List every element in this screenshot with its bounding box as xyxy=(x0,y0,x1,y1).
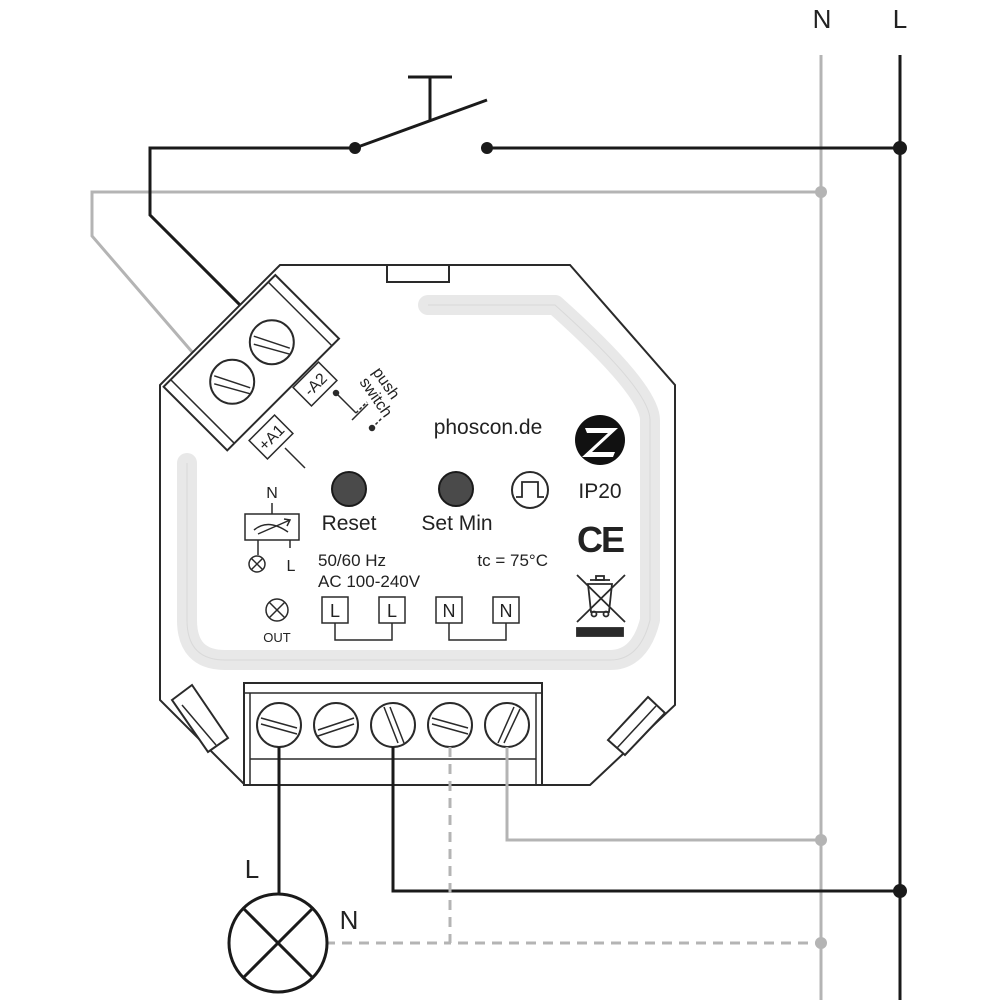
lamp-neutral-label: N xyxy=(340,905,359,935)
push-switch-icon xyxy=(349,75,493,154)
screw-terminal-icon xyxy=(209,358,256,405)
corner-clip-left xyxy=(170,683,230,754)
neutral-feed-wire xyxy=(505,747,821,842)
dimmer-neutral-label: N xyxy=(266,485,278,502)
live-junction-top xyxy=(893,141,907,155)
neutral-wire-to-input xyxy=(90,190,821,376)
live-junction-bottom xyxy=(893,884,907,898)
weee-bin-icon xyxy=(576,574,626,637)
top-clip xyxy=(386,264,450,283)
live-bus-label: L xyxy=(893,4,907,34)
neutral-bus-label: N xyxy=(813,4,832,34)
ce-mark: CE xyxy=(577,519,624,560)
power-label-n2: N xyxy=(500,601,513,621)
switch-wire-to-terminal xyxy=(148,146,355,327)
frequency-text: 50/60 Hz xyxy=(318,551,386,570)
power-label-boxes xyxy=(321,596,520,641)
screw-terminal-icon xyxy=(256,702,302,748)
reset-button[interactable] xyxy=(331,471,367,507)
screw-terminal-icon xyxy=(313,702,359,748)
set-min-button-label: Set Min xyxy=(421,512,492,535)
brand-text: phoscon.de xyxy=(434,416,543,439)
screw-terminal-icon xyxy=(427,702,473,748)
screw-terminal-icon xyxy=(484,702,530,748)
live-feed-wire xyxy=(391,747,900,893)
ip-rating: IP20 xyxy=(578,480,621,503)
dimmer-live-label: L xyxy=(287,558,296,575)
output-lamp-symbol-icon xyxy=(265,598,289,622)
dimmer-symbol-icon xyxy=(244,503,300,573)
lamp-live-label: L xyxy=(245,854,259,884)
screw-terminal-icon xyxy=(370,702,416,748)
pulse-icon xyxy=(511,471,549,509)
reset-button-label: Reset xyxy=(322,512,377,535)
power-label-l1: L xyxy=(330,601,340,621)
lamp-icon xyxy=(227,892,329,994)
output-label: OUT xyxy=(263,630,291,645)
neutral-junction-mid xyxy=(815,834,827,846)
neutral-junction-top xyxy=(815,186,827,198)
push-switch-mini-icon xyxy=(332,389,383,432)
a1-leader-line xyxy=(284,447,306,469)
temperature-text: tc = 75°C xyxy=(477,551,548,570)
power-label-l2: L xyxy=(387,601,397,621)
input-terminal-block xyxy=(162,273,341,452)
zigbee-logo-icon xyxy=(575,415,625,465)
voltage-text: AC 100-240V xyxy=(318,572,421,591)
screw-terminal-icon xyxy=(248,319,295,366)
corner-clip-right xyxy=(606,695,667,757)
neutral-junction-bottom xyxy=(815,937,827,949)
set-min-button[interactable] xyxy=(438,471,474,507)
power-label-n1: N xyxy=(443,601,456,621)
